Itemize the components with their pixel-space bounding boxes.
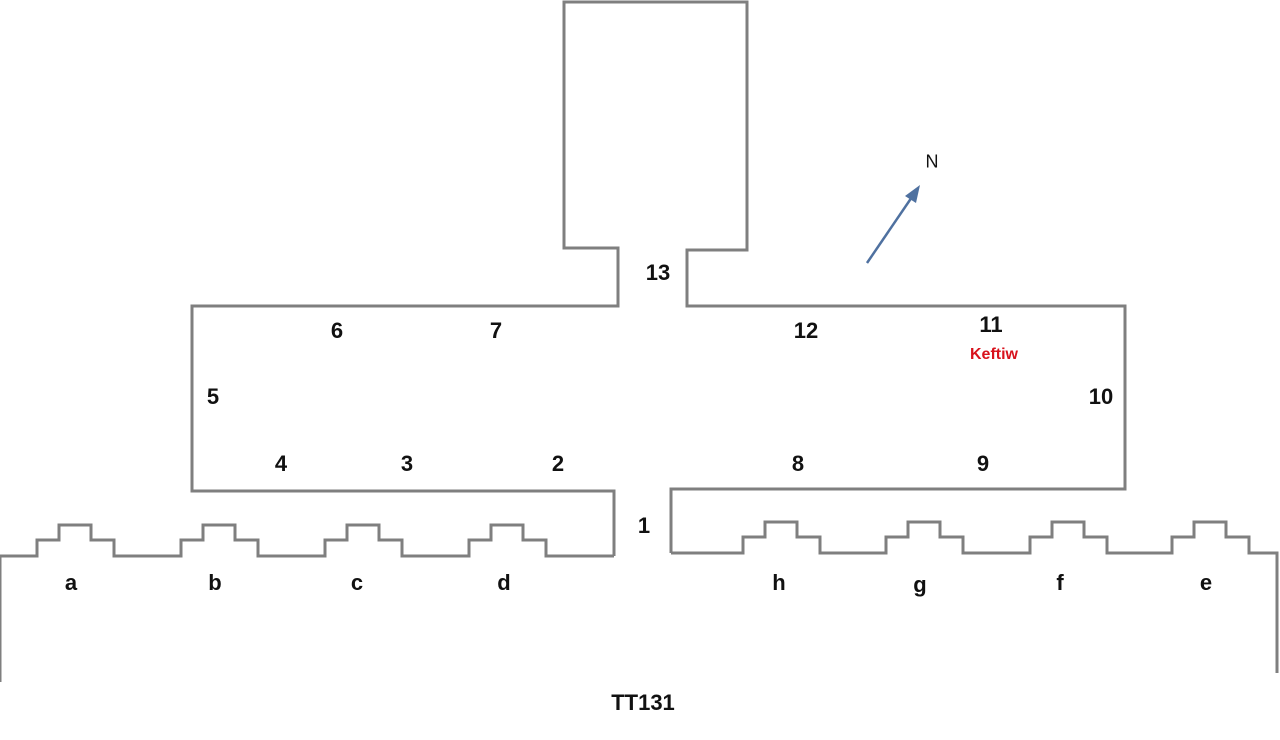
wall-label-8: 8 — [791, 451, 805, 476]
keftiw-annotation: Keftiw — [970, 346, 1018, 363]
wall-label-13: 13 — [645, 260, 671, 285]
north-label: N — [925, 151, 939, 172]
wall-label-10: 10 — [1088, 384, 1114, 409]
wall-label-4: 4 — [274, 451, 288, 476]
tomb-outline — [190, 0, 1127, 556]
facade-left — [0, 523, 614, 682]
niche-label-c: c — [350, 570, 364, 595]
niche-label-h: h — [772, 570, 786, 595]
wall-label-3: 3 — [400, 451, 414, 476]
niche-label-e: e — [1199, 570, 1213, 595]
wall-label-2: 2 — [551, 451, 565, 476]
niche-label-b: b — [208, 570, 222, 595]
diagram-title: TT131 — [611, 690, 675, 715]
wall-label-5: 5 — [206, 384, 220, 409]
wall-label-7: 7 — [489, 318, 503, 343]
wall-label-1: 1 — [637, 513, 651, 538]
niche-label-g: g — [913, 572, 927, 597]
wall-label-12: 12 — [793, 318, 819, 343]
facade-right — [671, 520, 1279, 673]
wall-label-6: 6 — [330, 318, 344, 343]
niche-label-d: d — [497, 570, 511, 595]
north-arrow-shaft — [865, 193, 916, 264]
wall-label-11: 11 — [979, 312, 1003, 337]
niche-label-f: f — [1056, 570, 1064, 595]
niche-label-a: a — [64, 570, 78, 595]
wall-label-9: 9 — [976, 451, 990, 476]
north-arrow-head — [905, 185, 920, 203]
